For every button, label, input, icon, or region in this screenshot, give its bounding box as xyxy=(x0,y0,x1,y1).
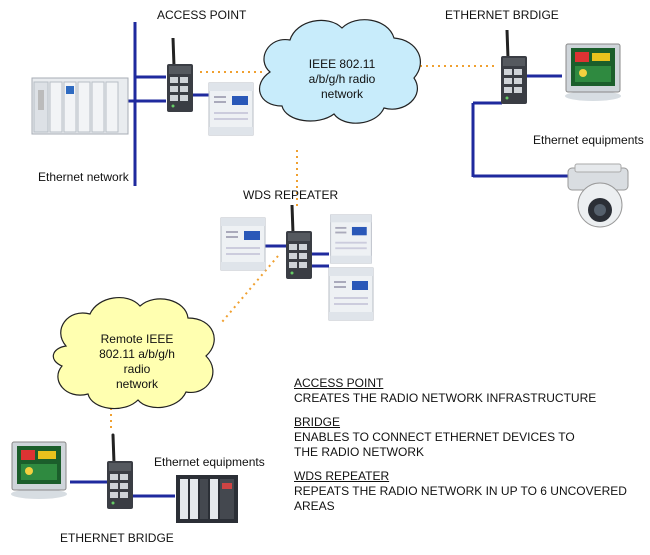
ethernet-equipments-right-label: Ethernet equipments xyxy=(533,133,644,147)
access-point-device xyxy=(165,38,194,113)
wds-repeater-label: WDS REPEATER xyxy=(243,188,339,202)
legend-heading: BRIDGE xyxy=(294,415,341,429)
cloud-line: a/b/g/h radio xyxy=(308,72,376,86)
touch-panel-icon xyxy=(10,441,68,500)
cloud-line: 802.11 a/b/g/h xyxy=(99,347,175,361)
cloud-line: radio xyxy=(123,362,151,376)
legend-desc: REPEATS THE RADIO NETWORK IN UP TO 6 UNC… xyxy=(294,484,627,498)
wds-repeater-device xyxy=(284,205,313,280)
touch-panel-icon xyxy=(564,43,622,102)
ethernet-bridge-device-top xyxy=(499,30,528,105)
legend-desc: ENABLES TO CONNECT ETHERNET DEVICES TO xyxy=(294,430,575,444)
ethernet-bridge-device-bottom xyxy=(105,433,134,511)
radio-network-cloud xyxy=(259,19,421,124)
legend-desc: AREAS xyxy=(294,499,335,513)
plc-module-icon xyxy=(220,217,266,271)
radio-links xyxy=(110,65,496,430)
cloud-line: network xyxy=(320,87,364,101)
cloud-line: IEEE 802.11 xyxy=(308,57,376,71)
plc-rack-icon xyxy=(31,77,129,135)
cloud-line: network xyxy=(115,377,159,391)
legend-desc: CREATES THE RADIO NETWORK INFRASTRUCTURE xyxy=(294,391,597,405)
legend: ACCESS POINT CREATES THE RADIO NETWORK I… xyxy=(294,376,639,523)
legend-heading: WDS REPEATER xyxy=(294,469,390,483)
plc-module-icon xyxy=(208,82,254,136)
remote-radio-network-cloud xyxy=(52,297,215,410)
legend-bridge: BRIDGE ENABLES TO CONNECT ETHERNET DEVIC… xyxy=(294,415,639,460)
ethernet-bridge-bottom-label: ETHERNET BRIDGE xyxy=(60,531,174,545)
ethernet-bridge-top-label: ETHERNET BRDIGE xyxy=(445,8,559,22)
plc-module-icon xyxy=(328,267,374,321)
radio-network-cloud-text: IEEE 802.11 a/b/g/h radio network xyxy=(282,57,402,102)
legend-access-point: ACCESS POINT CREATES THE RADIO NETWORK I… xyxy=(294,376,639,406)
plc-module-icon xyxy=(330,214,372,264)
legend-heading: ACCESS POINT xyxy=(294,376,384,390)
ethernet-equipments-bottom-label: Ethernet equipments xyxy=(154,455,265,469)
access-point-label: ACCESS POINT xyxy=(157,8,247,22)
legend-wds-repeater: WDS REPEATER REPEATS THE RADIO NETWORK I… xyxy=(294,469,639,514)
cloud-line: Remote IEEE xyxy=(100,332,174,346)
legend-desc: THE RADIO NETWORK xyxy=(294,445,425,459)
ethernet-network-label: Ethernet network xyxy=(38,170,129,184)
plc-rack-icon xyxy=(176,475,238,523)
remote-radio-network-cloud-text: Remote IEEE 802.11 a/b/g/h radio network xyxy=(82,332,192,392)
dome-camera-icon xyxy=(567,163,629,228)
